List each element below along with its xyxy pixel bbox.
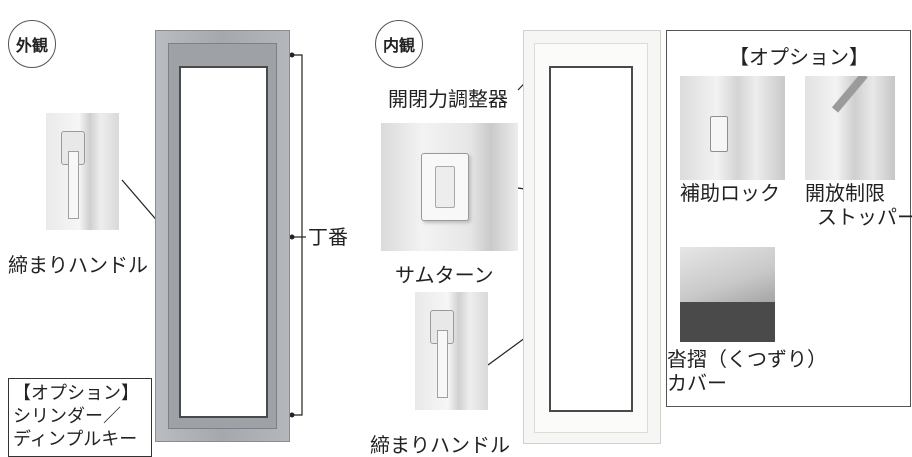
thumbturn-photo: [381, 123, 518, 251]
handle-lever-shape: [437, 330, 448, 398]
exterior-handle-label: 締まりハンドル: [8, 253, 148, 277]
stopper-photo: [805, 76, 895, 180]
interior-handle-label: 締まりハンドル: [370, 433, 510, 457]
interior-door-frame: [523, 30, 661, 444]
aux-lock-label: 補助ロック: [680, 181, 780, 205]
thumbturn-label: サムターン: [395, 263, 494, 287]
interior-handle-photo: [415, 292, 488, 410]
exterior-option-line1: シリンダー／: [13, 406, 121, 427]
interior-badge: 内観: [375, 20, 423, 68]
interior-door-inner-frame: [534, 43, 648, 433]
options-panel: 【オプション】 補助ロック 開放制限 ストッパー 沓摺（くつずり） カバー: [666, 30, 912, 407]
thumbturn-knob-shape: [435, 166, 455, 208]
interior-badge-text: 内観: [382, 36, 415, 55]
hinge-bracket: [292, 54, 303, 416]
stopper-arm-shape: [831, 76, 868, 113]
stopper-label-line2: ストッパー: [817, 205, 912, 229]
exterior-door-inner-frame: [168, 43, 277, 429]
sill-upper-shape: [680, 247, 775, 302]
sill-floor-shape: [680, 302, 775, 342]
exterior-badge-text: 外観: [15, 36, 48, 55]
exterior-door-frame: [155, 30, 290, 442]
exterior-option-line2: ディンプルキー: [13, 429, 138, 450]
exterior-handle-photo: [46, 113, 119, 230]
stopper-label-line1: 開放制限: [805, 181, 885, 205]
aux-lock-shape: [710, 116, 728, 152]
exterior-option-note: 【オプション】 シリンダー／ ディンプルキー: [8, 378, 152, 457]
options-panel-title: 【オプション】: [729, 45, 869, 69]
sill-cover-label-line2: カバー: [667, 371, 727, 395]
interior-door-glass: [549, 66, 633, 412]
sill-cover-label-line1: 沓摺（くつずり）: [667, 347, 827, 371]
thumbturn-plate-shape: [421, 153, 469, 221]
aux-lock-photo: [680, 76, 785, 180]
sill-cover-photo: [680, 247, 775, 342]
handle-lever-shape: [68, 151, 79, 219]
closer-label: 開閉力調整器: [388, 87, 508, 111]
hinge-label: 丁番: [308, 225, 348, 249]
exterior-option-title: 【オプション】: [13, 383, 139, 404]
exterior-door-glass: [179, 66, 268, 418]
exterior-badge: 外観: [8, 20, 56, 68]
